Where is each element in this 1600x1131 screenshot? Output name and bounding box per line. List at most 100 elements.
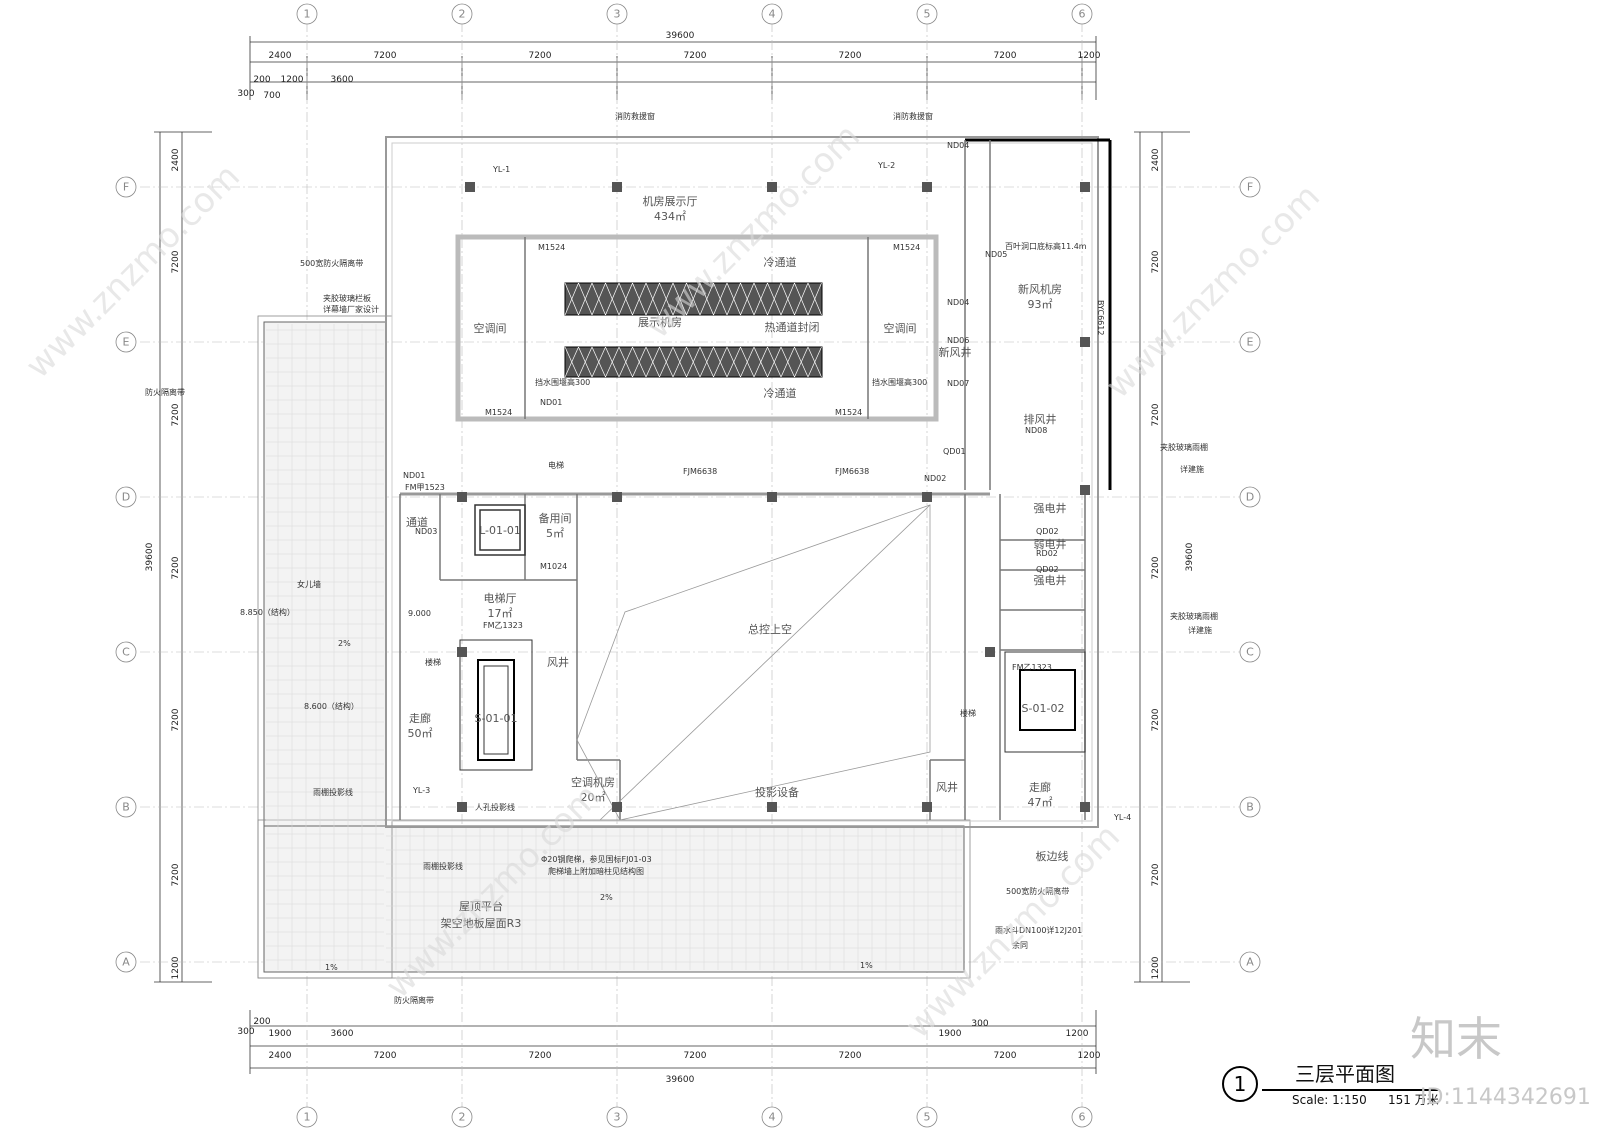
column (985, 647, 995, 657)
room-label: 屋顶平台 (459, 899, 503, 913)
roof-tile-hatch (266, 324, 962, 970)
note-slope: 1% (325, 963, 338, 972)
room-area: 20㎡ (581, 791, 606, 804)
column (1080, 802, 1090, 812)
room-label: 风井 (936, 780, 958, 794)
note-fire-strip: 500宽防火隔离带 (1006, 886, 1069, 896)
note-fire-window: 消防救援窗 (615, 111, 655, 121)
room-label: 空调间 (474, 321, 507, 335)
dim-top: 7200 (374, 51, 397, 61)
note-water-block: 挡水围堰高300 (535, 377, 590, 387)
note-fire-strip: 防火隔离带 (394, 995, 434, 1005)
room-label: 新风井 (939, 345, 972, 359)
dim-top: 2400 (269, 51, 292, 61)
axis-bubble-row: D (115, 486, 137, 508)
rack-cross-pattern (564, 282, 822, 378)
room-label: 冷通道 (764, 255, 797, 269)
dim-bottom: 2400 (269, 1051, 292, 1061)
note-slope: 2% (600, 893, 613, 902)
note-fire-window: 消防救援窗 (893, 111, 933, 121)
dim-total-left: 39600 (145, 542, 155, 571)
axis-bubble-row: C (1239, 641, 1261, 663)
dim-right: 1200 (1151, 956, 1161, 979)
room-area: 93㎡ (1028, 298, 1053, 311)
axis-bubble-row: F (1239, 176, 1261, 198)
axis-bubble-column: 6 (1071, 3, 1093, 25)
door-tag: FM甲1523 (405, 483, 445, 492)
dim-top-small: 300 (237, 89, 254, 99)
note-slope: 2% (338, 639, 351, 648)
brand-logo: 知末 (1410, 1012, 1502, 1066)
dim-left: 2400 (171, 148, 181, 171)
dim-right: 7200 (1151, 250, 1161, 273)
stair-left-tag: S-01-01 (475, 712, 518, 725)
room-label: 冷通道 (764, 386, 797, 400)
note-canopy: 雨棚投影线 (313, 787, 353, 797)
stair-right-tag: S-01-02 (1022, 702, 1065, 715)
nd-tag: ND04 (947, 298, 969, 307)
dim-right: 7200 (1151, 556, 1161, 579)
axis-label: 4 (769, 8, 776, 21)
drawing-scale: Scale: 1:150 (1292, 1093, 1367, 1107)
dim-left: 1200 (171, 956, 181, 979)
stair-right (1004, 651, 1086, 753)
axis-label: 5 (924, 1111, 931, 1124)
axis-label: 2 (459, 8, 466, 21)
column (767, 802, 777, 812)
room-label: 空调机房 (571, 775, 615, 789)
drawing-title: 三层平面图 (1295, 1062, 1395, 1086)
axis-bubble-row: D (1239, 486, 1261, 508)
dim-total-top: 39600 (666, 31, 695, 41)
axis-bubble-column: 1 (296, 3, 318, 25)
dim-bottom-small: 200 (253, 1017, 270, 1027)
note-level: 9.000 (408, 609, 431, 618)
nd-tag: ND01 (540, 398, 562, 407)
axis-bubble-row: B (115, 796, 137, 818)
door-tag: FM乙1323 (483, 621, 523, 630)
room-area: 434㎡ (654, 210, 686, 223)
axis-label: F (123, 181, 129, 194)
axis-bubble-column: 4 (761, 3, 783, 25)
yl-tag: YL-2 (877, 161, 895, 170)
axis-label: 1 (304, 1111, 311, 1124)
door-tag: FJM6638 (683, 467, 717, 476)
note-stair: 楼梯 (425, 657, 441, 667)
nd-tag: ND03 (415, 527, 437, 536)
dim-right: 7200 (1151, 708, 1161, 731)
dim-bottom: 1200 (1078, 1051, 1101, 1061)
column (457, 647, 467, 657)
dim-right: 7200 (1151, 863, 1161, 886)
axis-bubble-row: F (115, 176, 137, 198)
axis-label: C (1246, 646, 1254, 659)
nd-tag: ND02 (924, 474, 946, 483)
dim-bottom2: 1900 (269, 1029, 292, 1039)
room-label: 投影设备 (755, 785, 799, 799)
nd-tag: ND04 (947, 141, 969, 150)
column (922, 492, 932, 502)
qd-tag: QD02 (1036, 565, 1059, 574)
column (767, 182, 777, 192)
room-label: 空调间 (884, 321, 917, 335)
dim-bottom: 7200 (994, 1051, 1017, 1061)
room-label: 通道 (406, 515, 428, 529)
dim-bottom-small: 300 (237, 1027, 254, 1037)
dim-total-bottom: 39600 (666, 1075, 695, 1085)
room-label: 排风井 (1024, 412, 1057, 426)
axis-label: D (122, 491, 130, 504)
axis-label: A (122, 956, 130, 969)
axis-label: B (122, 801, 130, 814)
dim-bottom-small: 300 (971, 1019, 988, 1029)
dim-bottom2: 3600 (331, 1029, 354, 1039)
nd-tag: ND05 (985, 250, 1007, 259)
axis-label: 1 (304, 8, 311, 21)
room-label: 风井 (547, 655, 569, 669)
note-level: 8.850（结构） (240, 607, 295, 617)
room-label: 走廊 (409, 711, 431, 725)
side-dimension-chains (154, 131, 1190, 983)
axis-bubble-row: E (1239, 331, 1261, 353)
axis-bubble-column: 5 (916, 3, 938, 25)
column (457, 492, 467, 502)
note-ladder: 爬梯墙上附加暗柱见结构图 (548, 866, 644, 876)
column (612, 182, 622, 192)
image-id: ID:1144342691 (1420, 1085, 1591, 1110)
